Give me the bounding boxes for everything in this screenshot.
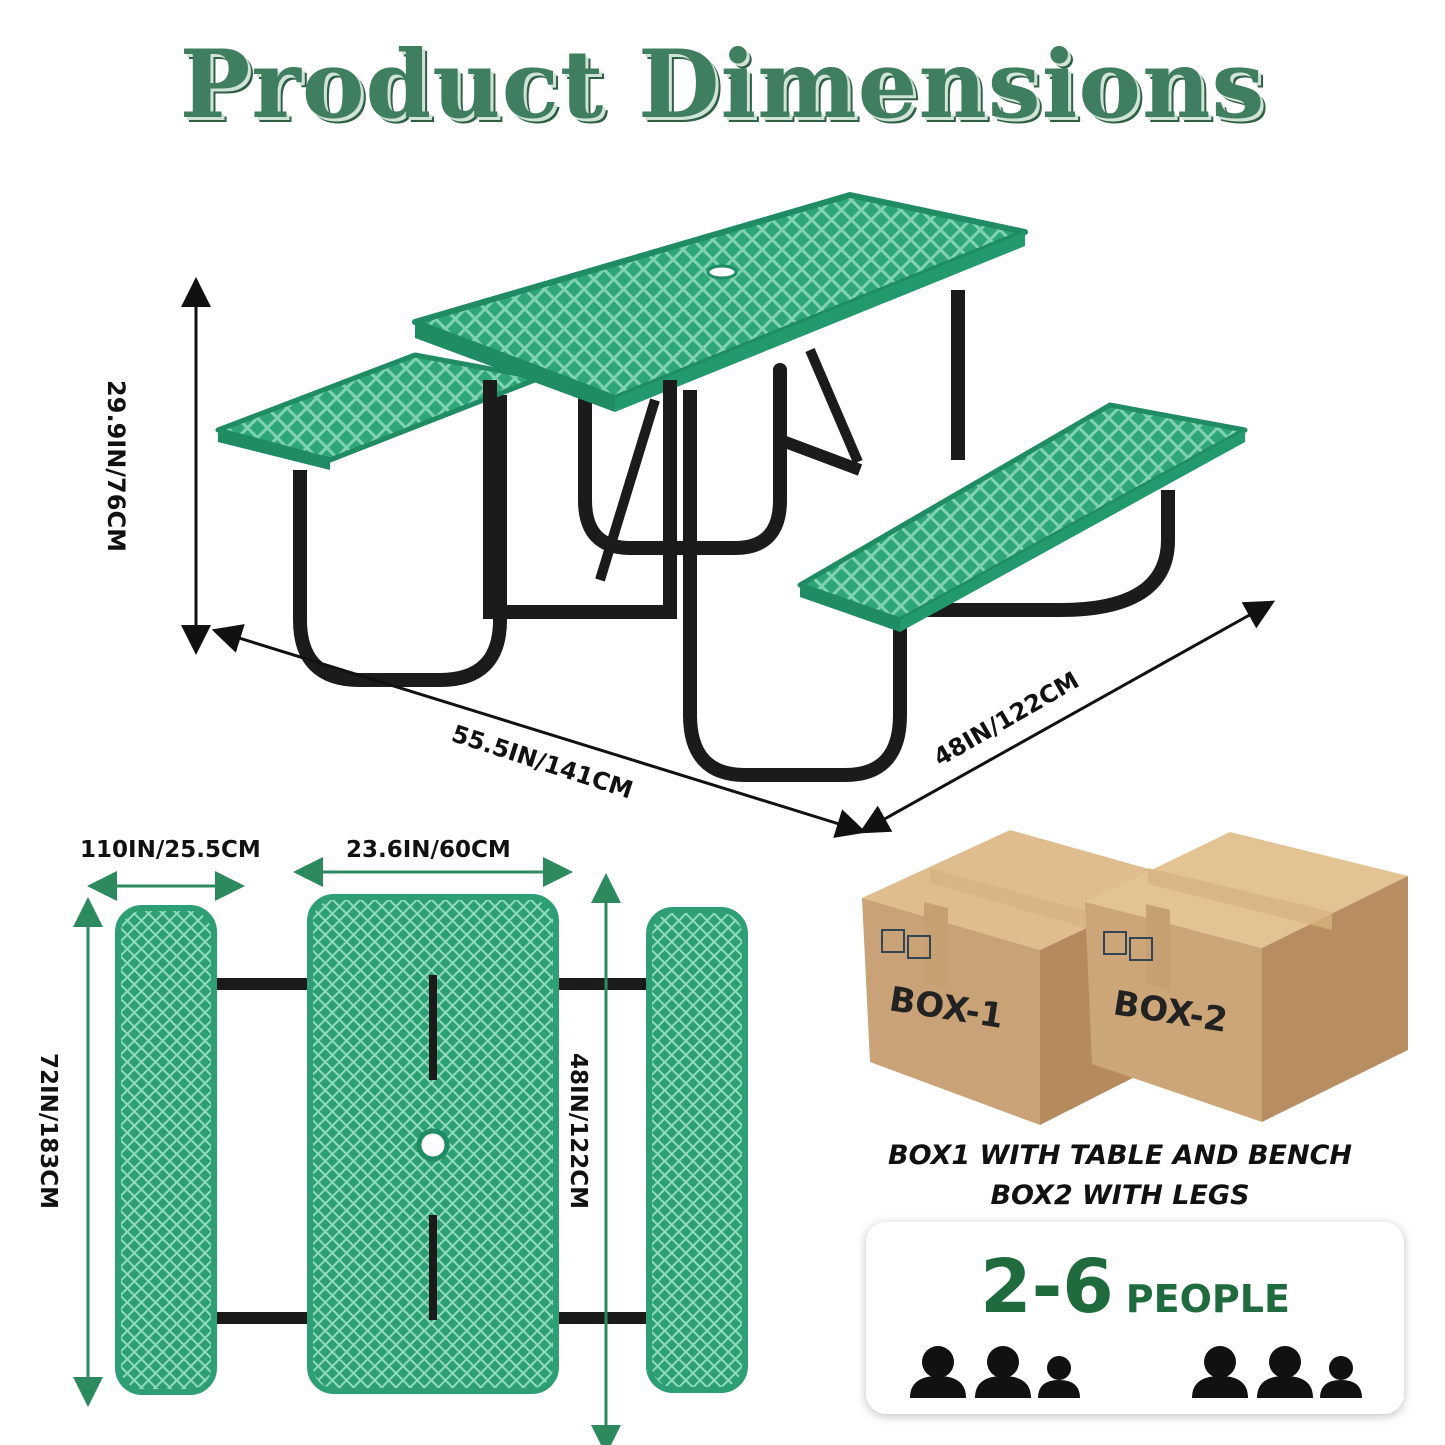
person-icon	[1192, 1346, 1248, 1398]
length-arrow	[211, 624, 867, 838]
person-icon	[1257, 1346, 1313, 1398]
person-icon	[1320, 1356, 1362, 1398]
table-width-label: 23.6IN/60CM	[346, 837, 511, 863]
picnic-table-top-view	[115, 894, 748, 1395]
box-note-line1: BOX1 WITH TABLE AND BENCH	[888, 1140, 1352, 1171]
person-icon	[1038, 1356, 1080, 1398]
capacity-range: 2-6	[980, 1244, 1114, 1330]
table-length-label: 48IN/122CM	[565, 1053, 591, 1209]
capacity-unit: PEOPLE	[1125, 1277, 1290, 1321]
person-icon	[975, 1346, 1031, 1398]
box-2: BOX-2	[1085, 832, 1408, 1122]
bench-width-label: 110IN/25.5CM	[80, 837, 261, 863]
picnic-table-3d	[215, 192, 1248, 782]
overall-length-label: 72IN/183CM	[35, 1053, 61, 1209]
height-dimension-label: 29.9IN/76CM	[101, 380, 130, 552]
width-arrow	[858, 600, 1276, 834]
people-icons	[910, 1346, 1362, 1398]
person-icon	[910, 1346, 966, 1398]
page-title: Product Dimensions	[179, 30, 1266, 140]
box-note-line2: BOX2 WITH LEGS	[990, 1180, 1250, 1211]
